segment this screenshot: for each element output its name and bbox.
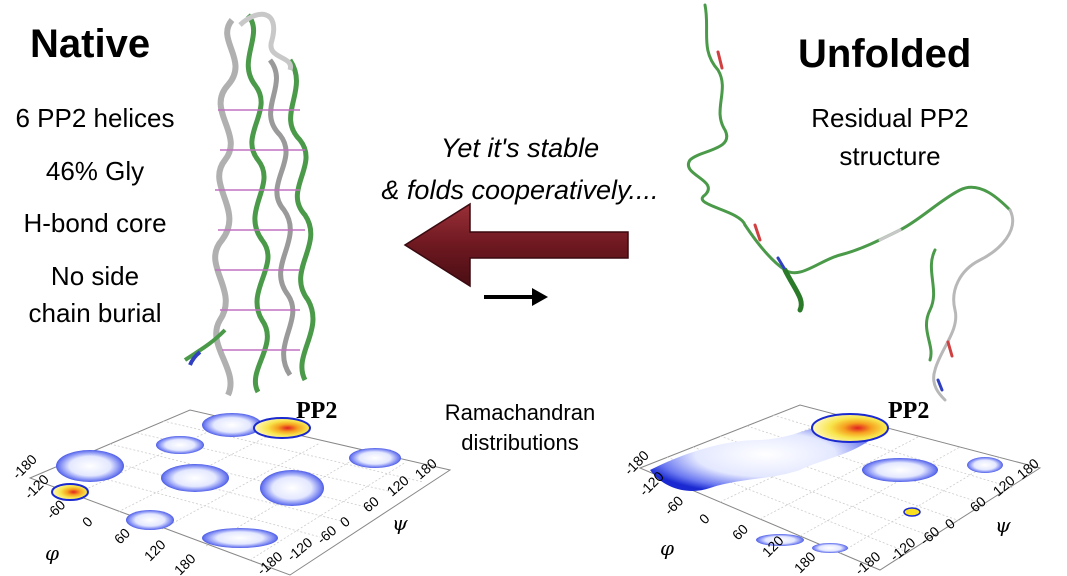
- unfolded-feature: structure: [839, 141, 941, 171]
- native-feature: chain burial: [28, 298, 162, 328]
- unfolding-to-folding-arrow: [403, 202, 629, 288]
- native-feature: H-bond core: [23, 208, 167, 238]
- phi-tick: 120: [141, 536, 169, 564]
- native-feature: 6 PP2 helices: [15, 103, 175, 133]
- unfolded-feature: Residual PP2: [811, 103, 969, 133]
- caption-line-1: Yet it's stable: [440, 133, 600, 163]
- phi-tick: 60: [729, 521, 751, 543]
- psi-axis-label: ψ: [392, 511, 408, 535]
- unfolded-ramachandran-plot: -180 -120 -60 0 60 120 180 180 120 60 0 …: [621, 404, 1042, 576]
- phi-tick: -60: [661, 492, 687, 518]
- phi-tick: 0: [79, 513, 96, 530]
- unfolded-title: Unfolded: [798, 32, 972, 76]
- native-pp2-label: PP2: [296, 398, 338, 424]
- ramachandran-label-line-1: Ramachandran: [444, 400, 596, 425]
- native-feature: No side: [50, 261, 140, 291]
- caption-line-2: & folds cooperatively....: [381, 175, 659, 205]
- ramachandran-label-line-2: distributions: [461, 430, 579, 455]
- phi-tick: 180: [791, 548, 819, 576]
- native-structure: [183, 11, 316, 397]
- phi-tick: 0: [696, 510, 713, 527]
- phi-tick: 60: [111, 525, 133, 547]
- native-title: Native: [30, 22, 151, 66]
- unfolded-structure: [686, 3, 1015, 402]
- psi-axis-label: ψ: [995, 513, 1011, 537]
- folding-to-unfolding-arrow: [484, 288, 548, 306]
- phi-tick: 180: [171, 550, 199, 576]
- unfolded-pp2-label: PP2: [888, 398, 930, 424]
- native-feature: 46% Gly: [45, 156, 145, 186]
- phi-axis-label: φ: [45, 541, 59, 565]
- phi-axis-label: φ: [660, 536, 674, 560]
- native-ramachandran-plot: -180 -120 -60 0 60 120 180 180 120 60 0 …: [9, 409, 452, 576]
